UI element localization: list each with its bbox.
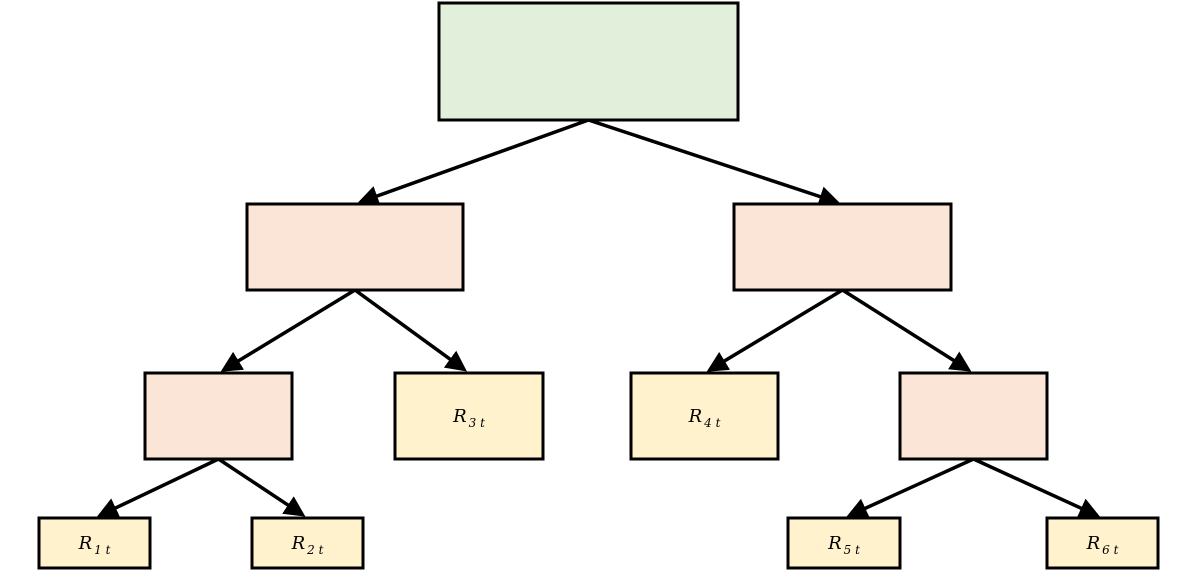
leaf-r5-label-main: R xyxy=(827,533,842,554)
n-right-right-box xyxy=(898,371,1049,461)
leaf-r3-label-subscript: 3 t xyxy=(469,416,485,430)
node-n-left xyxy=(245,202,465,292)
leaf-r2-label-subscript: 2 t xyxy=(306,543,323,557)
n-left-left-box xyxy=(143,371,294,461)
leaf-r3-box xyxy=(393,371,545,461)
edge-n-right-to-leaf-r4 xyxy=(706,288,844,372)
leaf-r5-label-subscript: 5 t xyxy=(844,543,860,557)
edge-n-right-to-n-right-right xyxy=(841,288,972,372)
leaf-r1-box xyxy=(37,516,152,570)
node-n-right-right xyxy=(898,371,1049,461)
leaf-r6-label-subscript: 6 t xyxy=(1102,543,1118,557)
node-n-left-left xyxy=(143,371,294,461)
leaf-r4-label-main: R xyxy=(688,406,703,427)
edge-n-right-right-to-leaf-r5 xyxy=(846,457,975,518)
node-n-right xyxy=(732,202,953,292)
edges-layer xyxy=(96,118,1101,518)
edge-n-left-to-leaf-r3 xyxy=(353,288,467,372)
edge-n-left-to-n-left-left xyxy=(220,288,356,372)
leaf-r4-label-subscript: 4 t xyxy=(703,416,720,430)
leaf-r6-box xyxy=(1045,516,1160,570)
leaf-r2-label-main: R xyxy=(291,533,306,554)
edge-n-left-left-to-leaf-r2 xyxy=(217,457,306,517)
leaf-r1-label-main: R xyxy=(78,533,93,554)
n-left-box xyxy=(245,202,465,292)
edge-root-to-n-right xyxy=(587,118,841,207)
leaf-r3-label-main: R xyxy=(452,406,467,427)
leaf-r4-box xyxy=(629,371,780,461)
leaf-r5-box xyxy=(786,516,902,570)
n-right-box xyxy=(732,202,953,292)
edge-n-left-left-to-leaf-r1 xyxy=(96,457,220,518)
leaf-r1-label-subscript: 1 t xyxy=(94,543,110,557)
edge-root-to-n-left xyxy=(357,118,590,206)
leaf-r6-label-main: R xyxy=(1086,533,1101,554)
node-root xyxy=(437,1,740,122)
leaf-r2-box xyxy=(250,516,365,570)
root-box xyxy=(437,1,740,122)
edge-n-right-right-to-leaf-r6 xyxy=(972,457,1101,518)
